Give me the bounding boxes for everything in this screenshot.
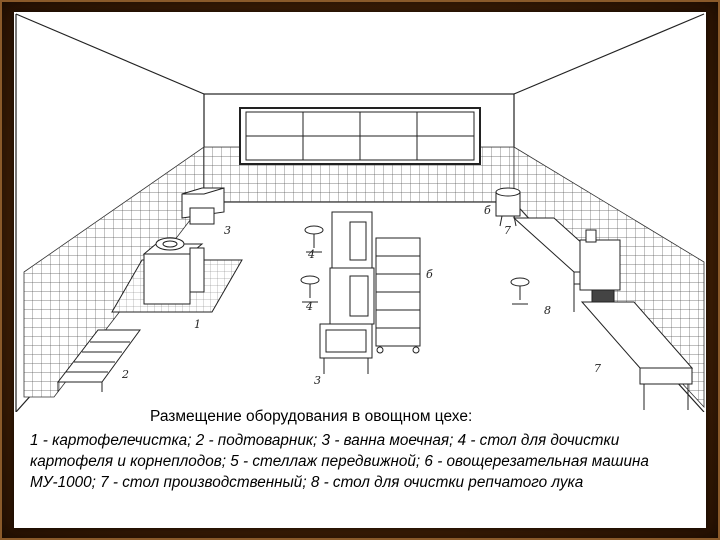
cleaning-table-front (329, 267, 375, 325)
stool-3 (510, 277, 530, 305)
slide: 1 2 3 3 4 4 б б 7 7 8 Размещение оборудо… (14, 12, 706, 528)
label-3b: 3 (314, 374, 321, 387)
label-7a: 7 (504, 224, 511, 237)
label-2: 2 (121, 368, 129, 381)
onion-cleaning-table (580, 301, 694, 410)
cleaning-table-back (331, 211, 373, 276)
label-4b: 4 (305, 300, 313, 313)
caption: Размещение оборудования в овощном цехе: … (14, 408, 706, 528)
label-6: б (484, 204, 491, 217)
label-1: 1 (194, 318, 201, 331)
pallet (56, 329, 141, 392)
caption-title: Размещение оборудования в овощном цехе: (150, 408, 473, 425)
window (239, 107, 481, 165)
label-4a: 4 (307, 248, 315, 261)
vegetable-cutter (495, 187, 521, 227)
label-5: б (426, 268, 433, 281)
washing-bath-front (319, 323, 373, 374)
label-3a: 3 (224, 224, 231, 237)
potato-peeler (111, 237, 243, 313)
stool-2 (300, 275, 320, 303)
washing-bath-left (181, 187, 225, 225)
label-7b: 7 (594, 362, 601, 375)
stool-1 (304, 225, 324, 253)
stove-unit (579, 229, 621, 305)
mobile-rack (375, 237, 421, 354)
caption-legend: 1 - картофелечистка; 2 - подтоварник; 3 … (30, 432, 649, 491)
label-8: 8 (544, 304, 551, 317)
workshop-layout-illustration: 1 2 3 3 4 4 б б 7 7 8 (15, 13, 705, 412)
